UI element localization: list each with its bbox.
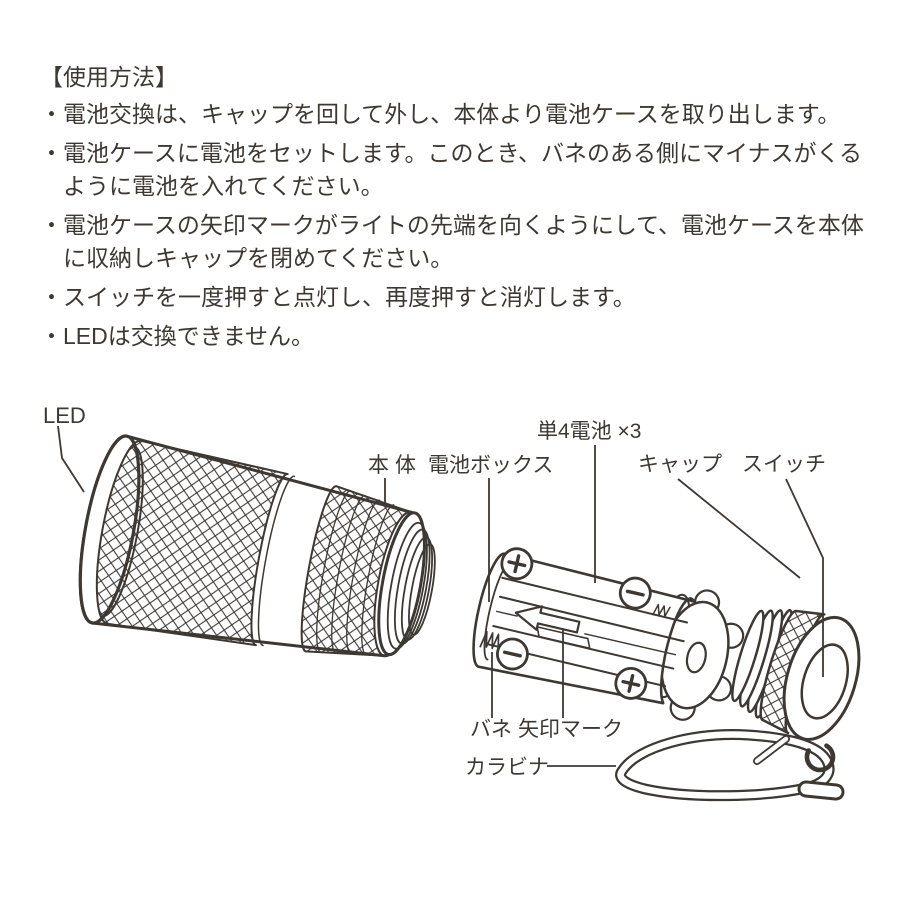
polarity-plus-icon [614, 667, 648, 700]
polarity-plus-icon [500, 547, 534, 581]
instruction-item: ・LEDは交換できません。 [40, 323, 315, 349]
instruction-item: ・電池交換は、キャップを回して外し、本体より電池ケースを取り出します。 [40, 101, 841, 127]
flashlight-body [78, 434, 436, 658]
polarity-minus-icon [496, 637, 529, 671]
leader-lines [57, 425, 824, 767]
polarity-minus-icon [618, 576, 652, 610]
label-led: LED [43, 403, 86, 428]
battery-box [472, 547, 745, 721]
instruction-item: ・電池ケースに電池をセットします。このとき、バネのある側にマイナスがくるように電… [40, 140, 863, 199]
plate-hole [685, 641, 707, 674]
knurl-front [95, 439, 289, 647]
split-ring [804, 743, 836, 773]
section-title: 【使用方法】 [40, 64, 178, 90]
label-arrow-mark: 矢印マーク [518, 718, 623, 741]
exploded-diagram: LED 本体 電池ボックス 単4電池 ×3 キャップ スイッチ バネ 矢印マーク… [0, 380, 900, 900]
usage-instructions: 【使用方法】 ・電池交換は、キャップを回して外し、本体より電池ケースを取り出しま… [40, 60, 876, 359]
label-switch: スイッチ [742, 453, 826, 476]
instruction-item: ・スイッチを一度押すと点灯し、再度押すと消灯します。 [40, 284, 636, 310]
label-body: 本体 [368, 454, 422, 477]
leader-switch [785, 478, 824, 677]
label-cap: キャップ [638, 453, 722, 476]
knurl-rear [300, 485, 412, 657]
instruction-item: ・電池ケースの矢印マークがライトの先端を向くようにして、電池ケースを本体に収納し… [40, 212, 864, 271]
label-carabiner: カラビナ [465, 756, 549, 779]
carabiner [615, 729, 845, 802]
body-opening [377, 511, 426, 657]
label-spring: バネ [470, 718, 512, 741]
spring [479, 630, 500, 650]
label-batteries: 単4電池 ×3 [537, 420, 641, 443]
spring [652, 603, 671, 618]
label-battery-box: 電池ボックス [428, 454, 553, 477]
leader-cap [677, 478, 801, 579]
cap [731, 608, 861, 741]
leader-led [57, 425, 85, 493]
switch-button [800, 643, 849, 720]
